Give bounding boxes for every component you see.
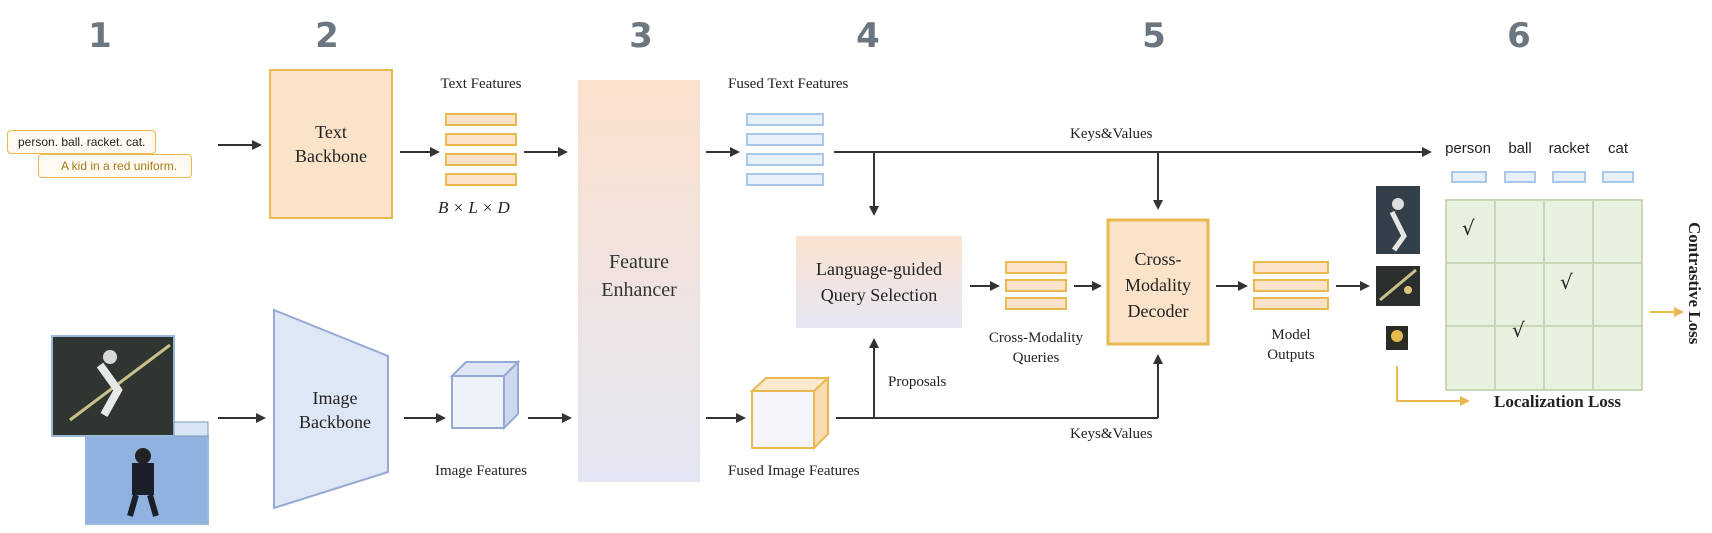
photo-overlay-box bbox=[173, 421, 209, 437]
flow-arrows bbox=[218, 140, 1432, 423]
text-backbone-block bbox=[269, 69, 393, 219]
fused-image-cube bbox=[749, 375, 831, 451]
cm-query-stack bbox=[1005, 261, 1067, 310]
input-image-group bbox=[51, 335, 209, 525]
similarity-grid bbox=[1445, 199, 1643, 391]
model-output-stack bbox=[1253, 261, 1329, 310]
detection-crops bbox=[1376, 186, 1420, 350]
decoder-block bbox=[1106, 218, 1210, 346]
loss-arrows bbox=[1396, 307, 1684, 406]
skater-body bbox=[132, 463, 154, 495]
fused-text-stack bbox=[746, 113, 824, 186]
skater-legs bbox=[127, 494, 159, 517]
bat-stroke bbox=[69, 343, 171, 422]
image-backbone-block bbox=[273, 308, 389, 510]
player-body bbox=[96, 362, 123, 417]
grid-header-chips bbox=[1451, 171, 1634, 183]
player-head bbox=[103, 350, 117, 364]
feature-enhancer-block bbox=[578, 80, 700, 482]
skater-head bbox=[135, 448, 151, 464]
text-feature-stack bbox=[445, 113, 517, 186]
query-selection-block bbox=[796, 236, 962, 328]
image-feature-cube bbox=[449, 359, 521, 431]
